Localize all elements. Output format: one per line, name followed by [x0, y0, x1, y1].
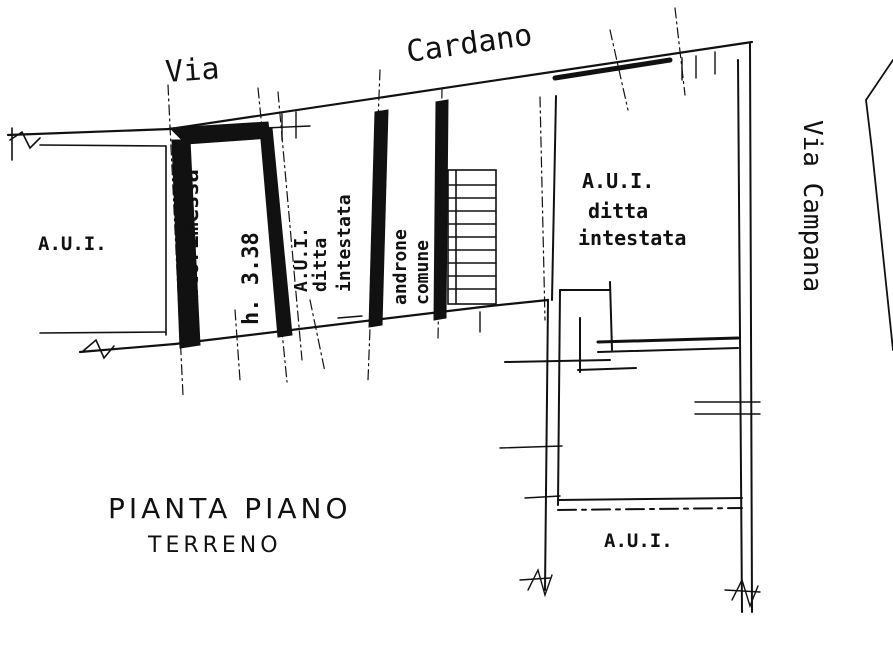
- street-edge-cardano: [6, 40, 754, 137]
- label-aui-right-1: A.U.I.: [582, 169, 654, 193]
- garage-walls: [168, 121, 293, 349]
- label-aui-ditta-2: ditta: [310, 238, 331, 292]
- label-androne: androne: [390, 229, 411, 305]
- drawing-title: PIANTA PIANO: [108, 492, 352, 525]
- street-label-campana: Via Campana: [797, 120, 827, 292]
- label-comune: comune: [412, 240, 433, 305]
- street-label-via: Via: [164, 51, 220, 90]
- label-aui-right-3: intestata: [578, 226, 686, 250]
- label-aui-bottom: A.U.I.: [604, 530, 673, 552]
- label-aui-left: A.U.I.: [38, 233, 107, 255]
- dimension-ticks: [264, 51, 761, 609]
- label-aui-right-2: ditta: [588, 199, 648, 223]
- right-unit-walls: [504, 43, 753, 613]
- street-edge-campana: [865, 59, 893, 351]
- label-garage: autorimessa: [179, 169, 204, 315]
- label-garage-height: h. 3.38: [239, 232, 264, 325]
- break-marks: [9, 127, 115, 360]
- drawing-subtitle: TERRENO: [147, 533, 282, 558]
- street-label-cardano: Cardano: [404, 18, 534, 70]
- androne-walls: [368, 99, 449, 328]
- label-aui-ditta-1: A.U.I.: [291, 227, 312, 292]
- staircase: [447, 169, 497, 305]
- label-aui-ditta-3: intestata: [334, 194, 355, 292]
